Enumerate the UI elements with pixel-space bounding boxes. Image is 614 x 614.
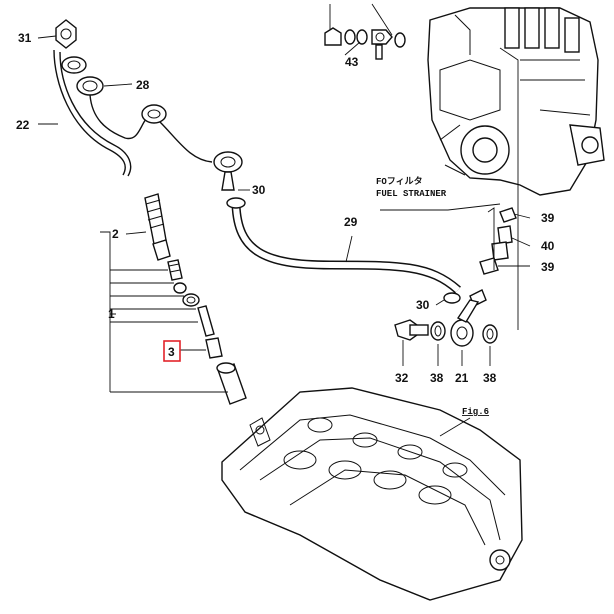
callout-30-bottom: 30 [416, 298, 430, 312]
callout-40: 40 [541, 239, 555, 253]
callout-30-top: 30 [252, 183, 266, 197]
callout-2: 2 [112, 227, 119, 241]
callout-1: 1 [108, 307, 115, 321]
fuel-return-pipe [53, 19, 243, 191]
fuel-strainer-label: FUEL STRAINER [376, 189, 447, 199]
callout-labels: 31 28 22 43 30 29 2 1 3 39 40 39 30 32 3… [16, 31, 555, 385]
callout-31: 31 [18, 31, 32, 45]
callout-21: 21 [455, 371, 469, 385]
fig-6-reference: Fig.6 [462, 407, 489, 417]
callout-38-right: 38 [483, 371, 497, 385]
highlight-box-3 [163, 340, 181, 362]
callout-39-bottom: 39 [541, 260, 555, 274]
callout-43: 43 [345, 55, 359, 69]
callout-29: 29 [344, 215, 358, 229]
fuel-strainer-parts [479, 207, 517, 275]
callout-28: 28 [136, 78, 150, 92]
cylinder-head [221, 387, 523, 601]
injection-pump [427, 7, 605, 196]
leader-lines [37, 3, 531, 437]
callout-32: 32 [395, 371, 409, 385]
callout-3: 3 [168, 345, 175, 359]
callout-38-left: 38 [430, 371, 444, 385]
nut-31 [55, 19, 77, 49]
banjo-bolt-set [324, 27, 406, 60]
callout-39-top: 39 [541, 211, 555, 225]
fuel-hose [226, 197, 461, 294]
callout-22: 22 [16, 118, 30, 132]
fuel-filter-jp-label: FOフィルタ [376, 175, 423, 187]
annotations: FOフィルタ FUEL STRAINER Fig.6 [376, 175, 489, 417]
injector-assembly [144, 193, 247, 405]
fuel-fittings [394, 289, 498, 347]
